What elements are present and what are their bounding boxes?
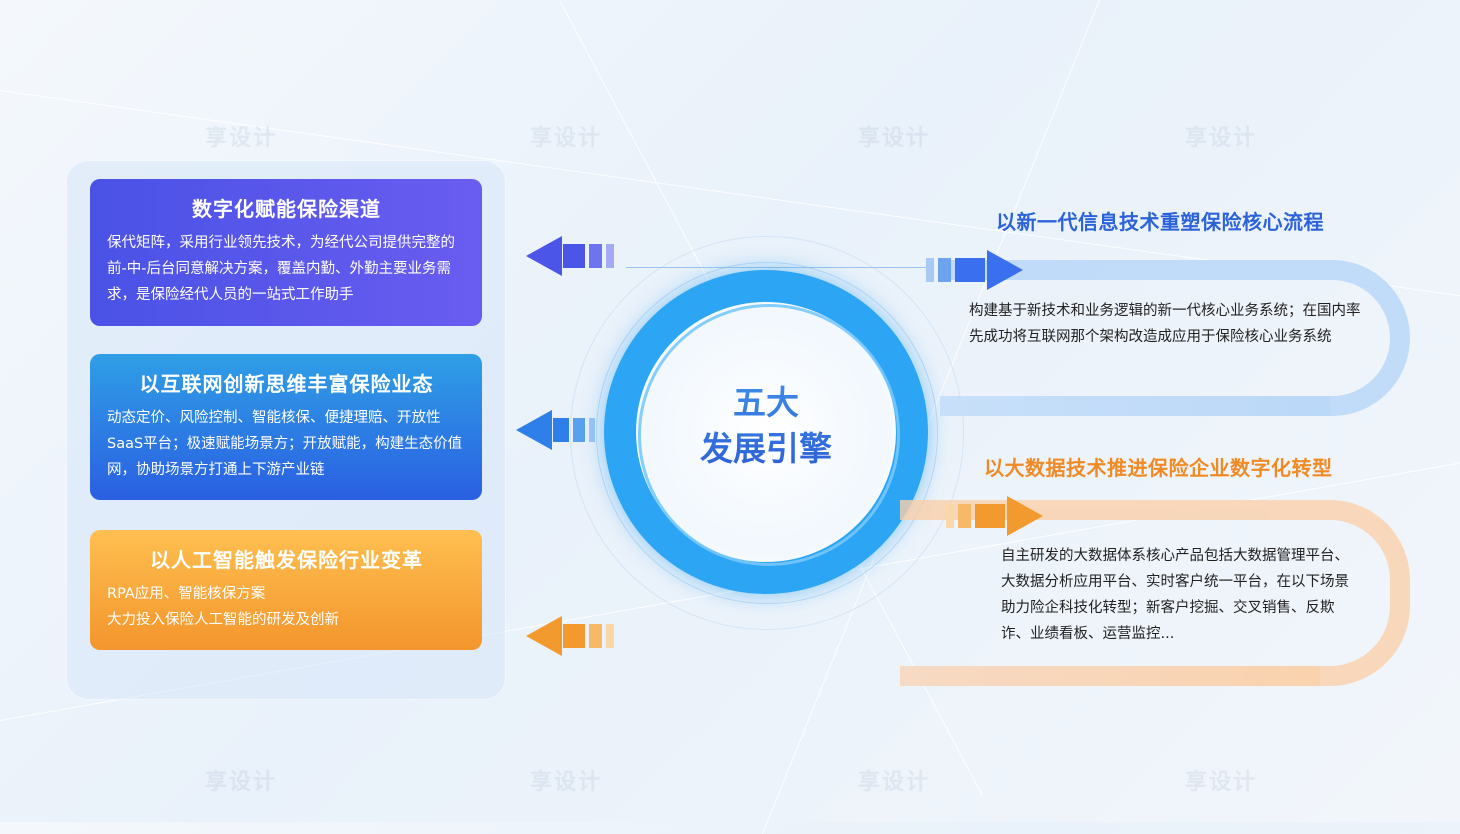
card-internet-innovation: 以互联网创新思维丰富保险业态 动态定价、风险控制、智能核保、便捷理赔、开放性Sa… [90, 354, 482, 500]
loop-blue-fade [940, 396, 1330, 416]
watermark: 享设计 [858, 770, 931, 795]
ring-halo [596, 262, 938, 604]
watermark: 享设计 [530, 770, 603, 795]
watermark: 享设计 [858, 126, 931, 151]
right-body-big-data: 自主研发的大数据体系核心产品包括大数据管理平台、大数据分析应用平台、实时客户统一… [1001, 548, 1349, 642]
card-body: RPA应用、智能核保方案 大力投入保险人工智能的研发及创新 [107, 581, 466, 633]
right-title-core-process: 以新一代信息技术重塑保险核心流程 [996, 210, 1324, 234]
loop-orange-fade [900, 666, 1320, 686]
arrow-left-orange-icon [526, 616, 626, 656]
card-title: 以人工智能触发保险行业变革 [150, 548, 423, 572]
right-title-big-data: 以大数据技术推进保险企业数字化转型 [984, 456, 1333, 480]
right-body-core-process: 构建基于新技术和业务逻辑的新一代核心业务系统；在国内率先成功将互联网那个架构改造… [969, 303, 1361, 345]
card-body: 动态定价、风险控制、智能核保、便捷理赔、开放性SaaS平台；极速赋能场景方；开放… [107, 410, 463, 478]
watermark: 享设计 [1185, 770, 1258, 795]
card-body-line: RPA应用、智能核保方案 [107, 586, 266, 602]
card-body-line: 大力投入保险人工智能的研发及创新 [107, 612, 339, 628]
arrow-right-orange-icon [946, 496, 1046, 536]
card-title: 数字化赋能保险渠道 [192, 197, 381, 221]
card-title: 以互联网创新思维丰富保险业态 [139, 372, 434, 396]
card-ai-transformation: 以人工智能触发保险行业变革 RPA应用、智能核保方案 大力投入保险人工智能的研发… [90, 530, 482, 650]
watermark: 享设计 [205, 770, 278, 795]
card-digital-channel: 数字化赋能保险渠道 保代矩阵，采用行业领先技术，为经代公司提供完整的前-中-后台… [90, 179, 482, 326]
arrow-right-blue-icon [926, 250, 1026, 290]
arrow-left-blue-icon [526, 236, 626, 276]
center-ring-inner [638, 304, 900, 566]
card-body: 保代矩阵，采用行业领先技术，为经代公司提供完整的前-中-后台同意解决方案，覆盖内… [107, 235, 455, 303]
watermark: 享设计 [1185, 126, 1258, 151]
center-title-line2: 发展引擎 [700, 429, 832, 468]
center-title-line1: 五大 [733, 383, 799, 422]
center-title: 五大 发展引擎 [604, 380, 928, 472]
ring-halo [570, 236, 964, 630]
watermark: 享设计 [530, 126, 603, 151]
